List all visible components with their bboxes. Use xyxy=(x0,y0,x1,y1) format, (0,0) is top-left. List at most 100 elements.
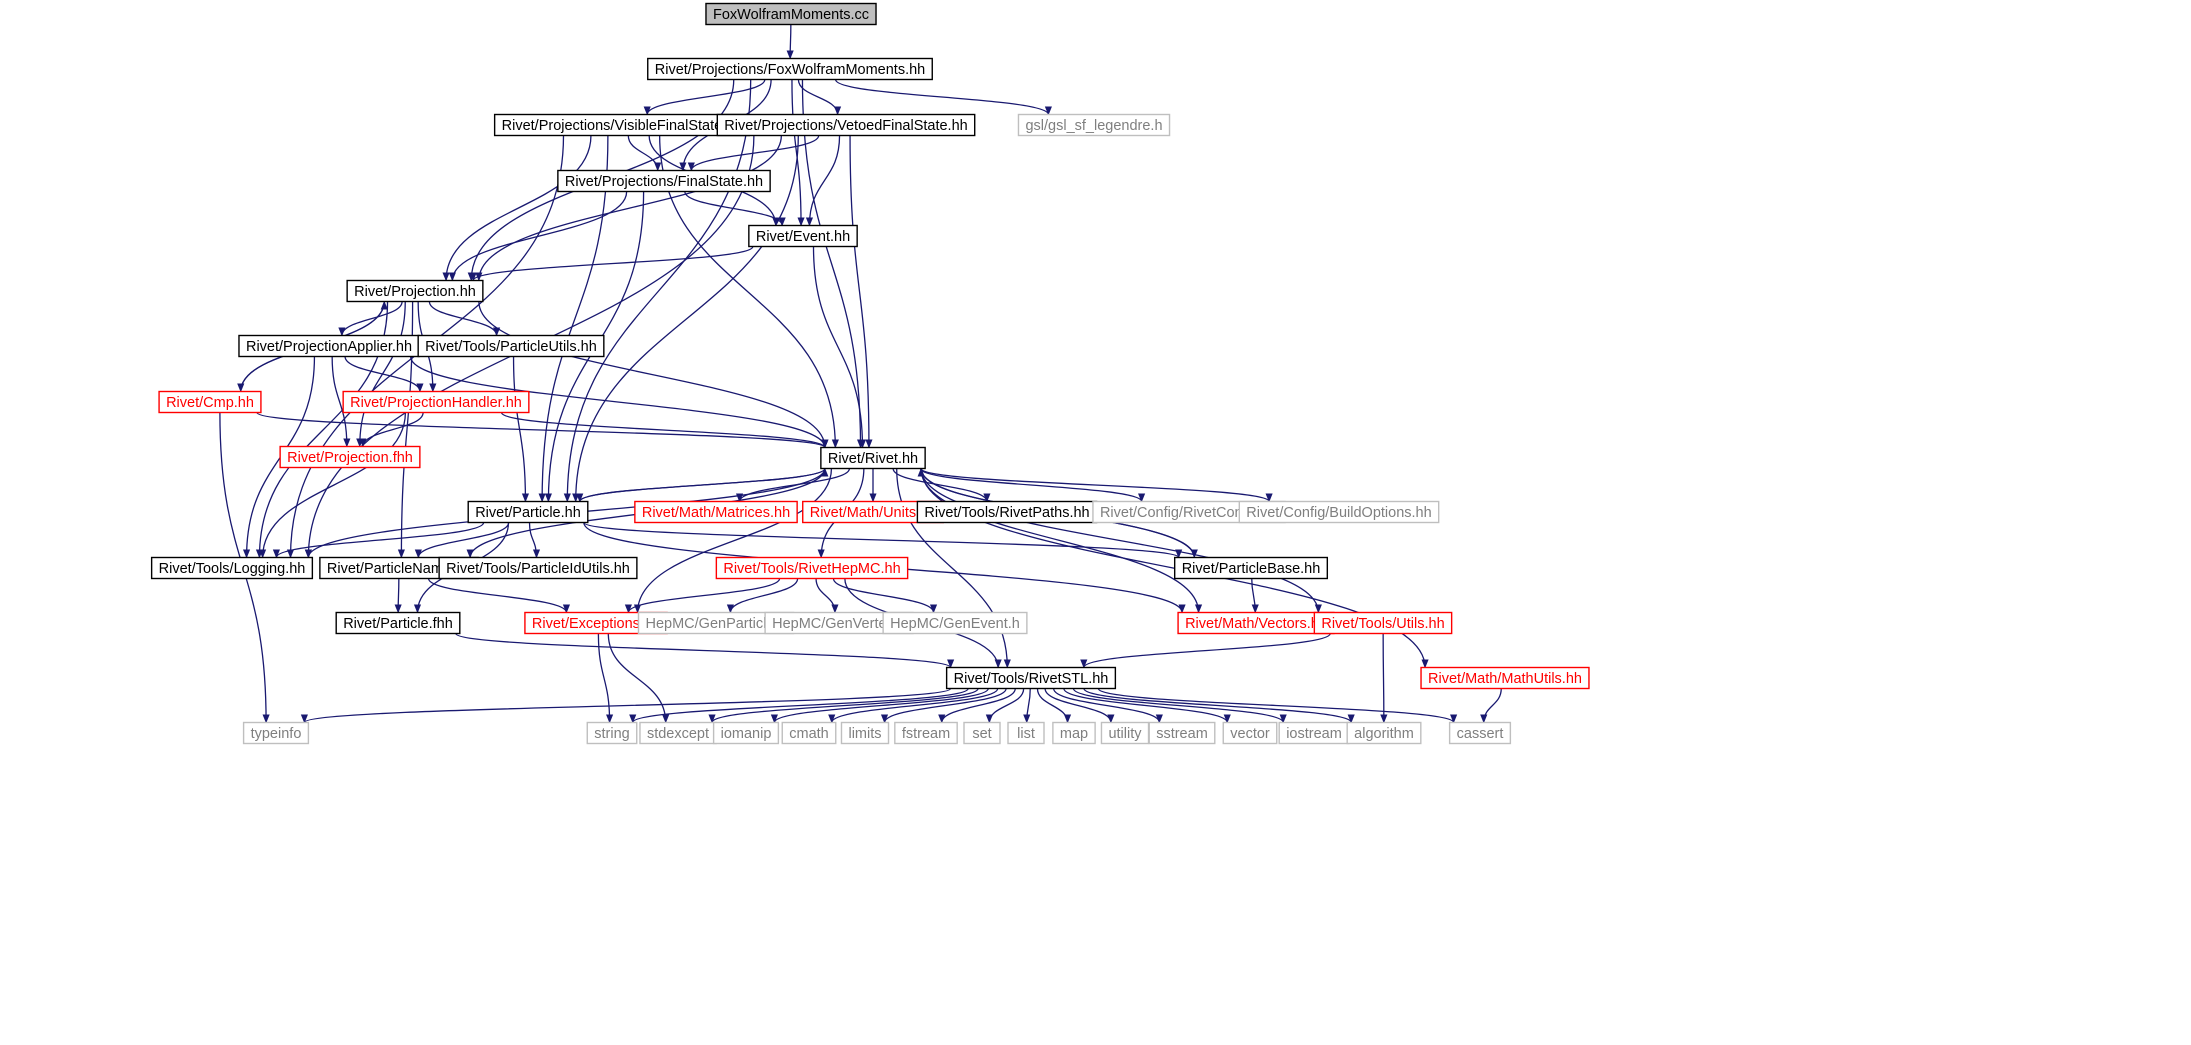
edge-arrow xyxy=(331,356,351,448)
node-fs[interactable]: Rivet/Projections/FinalState.hh xyxy=(557,169,771,193)
node-root[interactable]: FoxWolframMoments.cc xyxy=(705,2,877,26)
edge-cmp-to-rivet xyxy=(256,411,829,449)
node-label: vector xyxy=(1230,726,1270,742)
edge-part-to-log xyxy=(272,522,485,559)
node-vis[interactable]: Rivet/Projections/VisibleFinalState.hh xyxy=(493,113,751,137)
edge-vet-to-rivet xyxy=(849,135,873,449)
edge-arrow xyxy=(448,191,628,282)
node-label: FoxWolframMoments.cc xyxy=(713,7,869,23)
edge-layer xyxy=(219,24,1502,724)
node-label: HepMC/GenVertex.h xyxy=(772,616,906,632)
edge-hepmc-to-exc xyxy=(624,578,781,614)
edge-arrow xyxy=(359,412,424,448)
edge-phan-to-log xyxy=(259,412,407,559)
node-stl[interactable]: Rivet/Tools/RivetSTL.hh xyxy=(945,666,1117,690)
node-part[interactable]: Rivet/Particle.hh xyxy=(467,500,589,524)
node-box xyxy=(1222,721,1278,745)
node-cmp[interactable]: Rivet/Cmp.hh xyxy=(158,390,262,414)
edge-vet-to-proj xyxy=(475,135,782,282)
node-phan[interactable]: Rivet/ProjectionHandler.hh xyxy=(342,390,530,414)
edge-arrow xyxy=(409,356,829,449)
node-label: utility xyxy=(1108,726,1142,742)
node-label: Rivet/Tools/Logging.hh xyxy=(159,561,306,577)
edge-arrow xyxy=(786,24,794,60)
node-fstream: fstream xyxy=(894,721,958,745)
node-evt[interactable]: Rivet/Event.hh xyxy=(748,224,858,248)
node-box xyxy=(586,721,638,745)
node-proj[interactable]: Rivet/Projection.hh xyxy=(346,279,484,303)
node-box xyxy=(242,721,310,745)
node-box xyxy=(1448,721,1512,745)
edge-root-to-fwm xyxy=(786,24,794,60)
node-putil[interactable]: Rivet/Tools/ParticleUtils.hh xyxy=(417,334,605,358)
node-log[interactable]: Rivet/Tools/Logging.hh xyxy=(150,556,314,580)
node-label: iostream xyxy=(1286,726,1342,742)
node-pid[interactable]: Rivet/Tools/ParticleIdUtils.hh xyxy=(438,556,638,580)
node-rivet[interactable]: Rivet/Rivet.hh xyxy=(820,446,926,470)
node-label: Rivet/Exceptions.hh xyxy=(532,616,660,632)
edge-phan-to-rivet xyxy=(500,411,829,449)
edge-arrow xyxy=(791,79,805,227)
node-label: set xyxy=(972,726,991,742)
node-label: sstream xyxy=(1156,726,1208,742)
node-label: list xyxy=(1017,726,1035,742)
edge-arrow xyxy=(528,522,541,559)
node-papp[interactable]: Rivet/ProjectionApplier.hh xyxy=(238,334,420,358)
edge-vet-to-evt xyxy=(805,135,841,227)
node-pbase[interactable]: Rivet/ParticleBase.hh xyxy=(1173,556,1329,580)
node-label: Rivet/Math/MathUtils.hh xyxy=(1428,671,1582,687)
edge-papp-to-phan xyxy=(344,356,424,393)
edge-arrow xyxy=(1380,633,1388,724)
edge-arrow xyxy=(597,633,614,724)
node-fwm[interactable]: Rivet/Projections/FoxWolframMoments.hh xyxy=(647,57,933,81)
node-box xyxy=(705,2,877,26)
edge-arrow xyxy=(414,522,510,559)
node-mutils[interactable]: Rivet/Math/MathUtils.hh xyxy=(1420,666,1590,690)
edge-arrow xyxy=(726,578,799,614)
node-box xyxy=(1346,721,1422,745)
edge-stl-to-typeinfo xyxy=(301,687,952,724)
edge-papp-to-pfhh xyxy=(331,356,351,448)
edge-arrow xyxy=(770,687,989,724)
edge-stl-to-stdexcept xyxy=(708,687,979,724)
node-label: Rivet/Config/RivetConfig.hh xyxy=(1100,505,1278,521)
edge-stl-to-string xyxy=(629,687,969,724)
edge-arrow xyxy=(920,468,1322,614)
edge-hepmc-to-gvert xyxy=(815,578,839,614)
edge-arrow xyxy=(1097,687,1458,724)
node-box xyxy=(715,556,909,580)
edge-arrow xyxy=(633,468,833,614)
node-layer: FoxWolframMoments.ccRivet/Projections/Fo… xyxy=(150,2,1590,745)
node-label: Rivet/Tools/RivetSTL.hh xyxy=(954,671,1109,687)
edge-arrow xyxy=(815,578,839,614)
edge-arrow xyxy=(797,79,842,116)
node-vet[interactable]: Rivet/Projections/VetoedFinalState.hh xyxy=(716,113,976,137)
node-box xyxy=(557,169,771,193)
node-partf[interactable]: Rivet/Particle.fhh xyxy=(335,611,461,635)
node-box xyxy=(634,500,798,524)
node-string: string xyxy=(586,721,638,745)
node-hepmc[interactable]: Rivet/Tools/RivetHepMC.hh xyxy=(715,556,909,580)
node-cmath: cmath xyxy=(781,721,837,745)
node-box xyxy=(1148,721,1216,745)
edge-arrow xyxy=(687,135,820,172)
node-label: Rivet/Math/Units.hh xyxy=(810,505,937,521)
node-label: fstream xyxy=(902,726,950,742)
edge-arrow xyxy=(572,135,799,503)
node-units[interactable]: Rivet/Math/Units.hh xyxy=(802,500,944,524)
node-paths[interactable]: Rivet/Tools/RivetPaths.hh xyxy=(916,500,1098,524)
node-vec[interactable]: Rivet/Math/Vectors.hh xyxy=(1177,611,1335,635)
edge-partf-to-stl xyxy=(455,632,954,669)
node-stdexcept: stdexcept xyxy=(639,721,717,745)
node-pfhh[interactable]: Rivet/Projection.fhh xyxy=(279,445,421,469)
node-tutils[interactable]: Rivet/Tools/Utils.hh xyxy=(1313,611,1453,635)
node-mat[interactable]: Rivet/Math/Matrices.hh xyxy=(634,500,798,524)
node-label: Rivet/Projection.fhh xyxy=(287,450,413,466)
edge-hepmc-to-gpart xyxy=(726,578,799,614)
node-exc[interactable]: Rivet/Exceptions.hh xyxy=(524,611,668,635)
node-box xyxy=(882,611,1028,635)
edge-stl-to-map xyxy=(1036,688,1072,724)
edge-proj-to-rivet xyxy=(478,301,829,449)
node-box xyxy=(1420,666,1590,690)
